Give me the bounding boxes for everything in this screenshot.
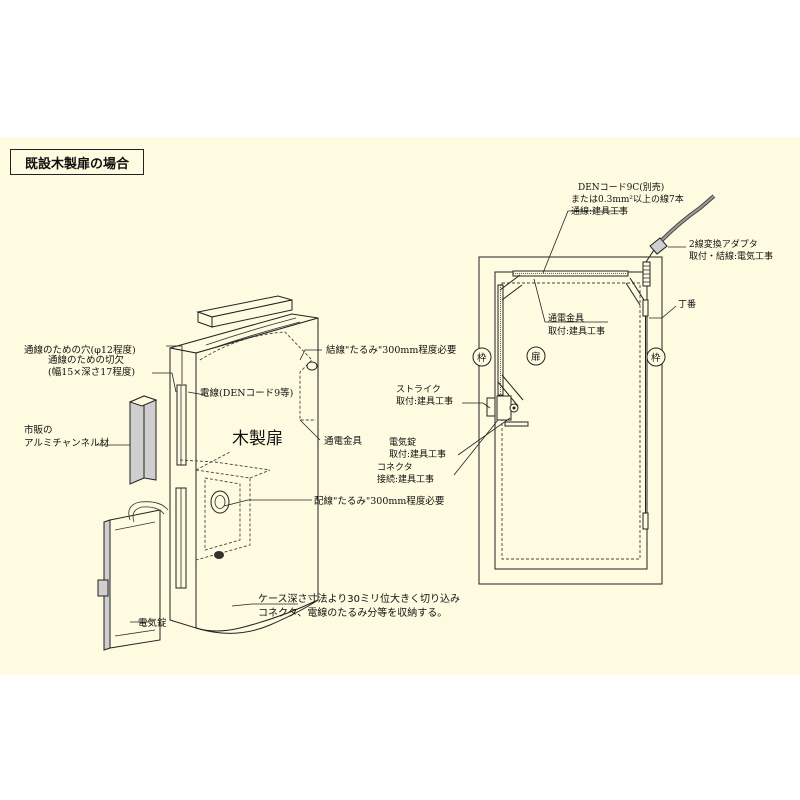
cylinder-hole	[210, 490, 230, 514]
hinge-bottom	[642, 512, 649, 530]
label-notch-1: 通線のための切欠	[48, 354, 125, 366]
wire-slack-loop	[306, 361, 318, 371]
label-lock-1: 電気錠	[389, 436, 416, 448]
left-leaders	[96, 345, 322, 623]
label-wooden-door: 木製扉	[232, 429, 283, 449]
top-channel-piece	[196, 295, 293, 328]
strike-plate	[486, 397, 496, 417]
label-lock-2: 取付:建具工事	[389, 448, 446, 460]
left-door-drawing	[97, 295, 319, 651]
hinge-top	[642, 299, 649, 317]
label-adapter-2: 取付・結線:電気工事	[689, 250, 773, 262]
door-face	[195, 317, 319, 632]
label-notch-2: (幅15×深さ17程度)	[48, 366, 135, 378]
door-inner-dash	[501, 282, 641, 560]
label-connector-2: 接続:建具工事	[377, 473, 434, 485]
door-marker	[526, 346, 546, 366]
label-connector-1: コネクタ	[377, 462, 413, 473]
label-through-hole: 通線のための穴(φ12程度)	[24, 344, 136, 356]
lever-handle	[504, 421, 529, 427]
edge-cable-route	[175, 384, 187, 589]
label-slack-wire: 結線"たるみ"300mm程度必要	[326, 344, 456, 356]
label-slack-route: 配線"たるみ"300mm程度必要	[314, 495, 444, 507]
label-transfer-2: 取付:建具工事	[548, 325, 605, 337]
note-line-1: ケース深さ寸法より30ミリ位大きく切り込み	[258, 592, 460, 605]
lock-mortise-pocket	[195, 451, 271, 561]
label-cable: 電線(DENコード9等)	[200, 387, 293, 399]
label-adapter-1: 2線変換アダプタ	[689, 238, 758, 250]
label-strike-1: ストライク	[396, 384, 441, 395]
label-door: 扉	[531, 351, 541, 363]
label-transfer-1: 通電金具	[548, 312, 584, 324]
label-strike-2: 取付:建具工事	[396, 395, 453, 407]
label-electric-lock: 電気錠	[138, 617, 167, 629]
label-den-cord-1: DENコード9C(別売)	[578, 181, 664, 193]
aluminum-channel	[128, 395, 158, 485]
label-hinge: 丁番	[678, 298, 696, 310]
electric-lock-body	[97, 501, 169, 651]
frame-left-marker	[472, 347, 492, 367]
top-mortise	[205, 317, 297, 346]
label-den-cord-3: 通線:建具工事	[571, 205, 628, 217]
label-channel-2: アルミチャンネル材	[24, 437, 110, 449]
label-frame-left: 枠	[477, 352, 487, 364]
right-leaders	[453, 210, 686, 476]
right-door-elevation: 枠 扉 枠	[472, 194, 716, 585]
lock-case	[496, 395, 512, 421]
note-line-2: コネクタ、電線のたるみ分等を収納する。	[258, 606, 447, 619]
door-break-line	[195, 599, 319, 634]
wire-lower-route	[179, 459, 271, 471]
wire-slack-route	[199, 331, 316, 421]
label-frame-right: 枠	[651, 352, 661, 364]
door-leaf	[494, 271, 648, 570]
frame-right-marker	[646, 347, 666, 367]
top-wire-channel	[512, 270, 629, 277]
label-den-cord-2: または0.3mm²以上の線7本	[571, 193, 684, 205]
label-transfer-hinge: 通電金具	[324, 435, 363, 447]
section-title: 既設木製扉の場合	[10, 149, 144, 175]
label-channel-1: 市販の	[24, 424, 53, 436]
two-wire-adapter	[645, 194, 716, 263]
thumbturn-hole	[214, 551, 224, 559]
